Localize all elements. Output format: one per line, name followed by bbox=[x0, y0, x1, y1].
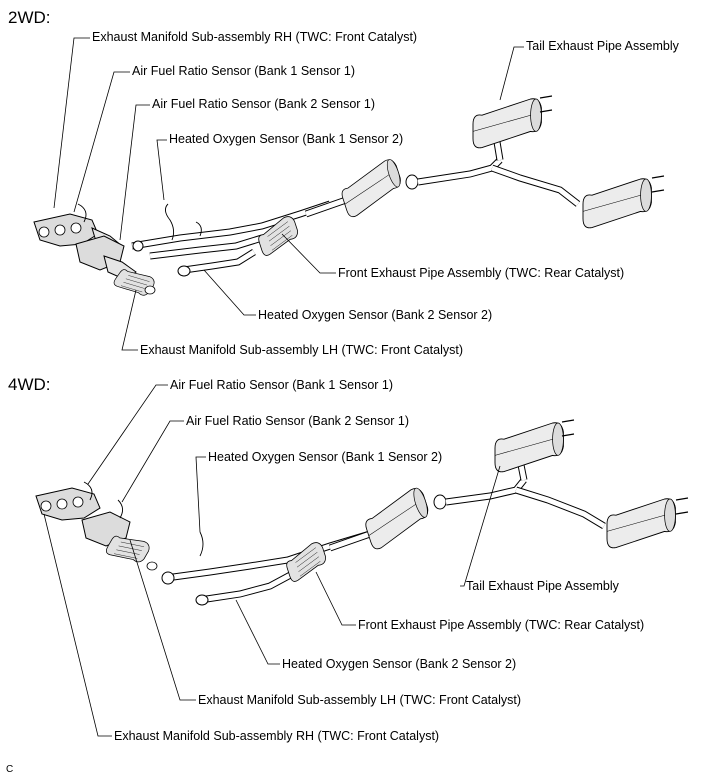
section-title-2wd: 2WD: bbox=[8, 8, 51, 27]
wd4-artwork bbox=[35, 419, 689, 606]
label-2wd-manifold-lh: Exhaust Manifold Sub-assembly LH (TWC: F… bbox=[140, 343, 464, 357]
wd4-manifold-rh-part bbox=[35, 487, 101, 521]
label-2wd-tail-pipe: Tail Exhaust Pipe Assembly bbox=[526, 39, 679, 53]
label-4wd-manifold-lh: Exhaust Manifold Sub-assembly LH (TWC: F… bbox=[198, 693, 522, 707]
label-4wd-front-pipe: Front Exhaust Pipe Assembly (TWC: Rear C… bbox=[358, 618, 645, 632]
label-4wd-afs-b2s1: Air Fuel Ratio Sensor (Bank 2 Sensor 1) bbox=[186, 414, 410, 428]
wd4-tail-pipe-part bbox=[433, 419, 689, 549]
label-2wd-hos-b1s2: Heated Oxygen Sensor (Bank 1 Sensor 2) bbox=[169, 132, 404, 146]
wd2-tail-pipe-part bbox=[405, 95, 665, 229]
wd4-manifold-lh-part bbox=[81, 511, 158, 572]
label-2wd-hos-b2s2: Heated Oxygen Sensor (Bank 2 Sensor 2) bbox=[258, 308, 493, 322]
label-4wd-hos-b1s2: Heated Oxygen Sensor (Bank 1 Sensor 2) bbox=[208, 450, 443, 464]
wd2-artwork bbox=[33, 95, 665, 304]
label-4wd-afs-b1s1: Air Fuel Ratio Sensor (Bank 1 Sensor 1) bbox=[170, 378, 394, 392]
label-2wd-manifold-rh: Exhaust Manifold Sub-assembly RH (TWC: F… bbox=[92, 30, 418, 44]
wd2-manifold-lh-part bbox=[75, 235, 157, 304]
wd4-front-pipe-part bbox=[83, 481, 436, 606]
label-4wd-tail-pipe: Tail Exhaust Pipe Assembly bbox=[466, 579, 619, 593]
wd2-front-pipe-part bbox=[77, 157, 408, 277]
label-4wd-hos-b2s2: Heated Oxygen Sensor (Bank 2 Sensor 2) bbox=[282, 657, 517, 671]
label-2wd-afs-b1s1: Air Fuel Ratio Sensor (Bank 1 Sensor 1) bbox=[132, 64, 356, 78]
wd4-leader-lines bbox=[43, 384, 501, 737]
wd2-leader-lines bbox=[53, 37, 524, 351]
label-4wd-manifold-rh: Exhaust Manifold Sub-assembly RH (TWC: F… bbox=[114, 729, 440, 743]
label-2wd-front-pipe: Front Exhaust Pipe Assembly (TWC: Rear C… bbox=[338, 266, 625, 280]
label-2wd-afs-b2s1: Air Fuel Ratio Sensor (Bank 2 Sensor 1) bbox=[152, 97, 376, 111]
figure-code: C bbox=[6, 764, 14, 775]
section-title-4wd: 4WD: bbox=[8, 375, 51, 394]
